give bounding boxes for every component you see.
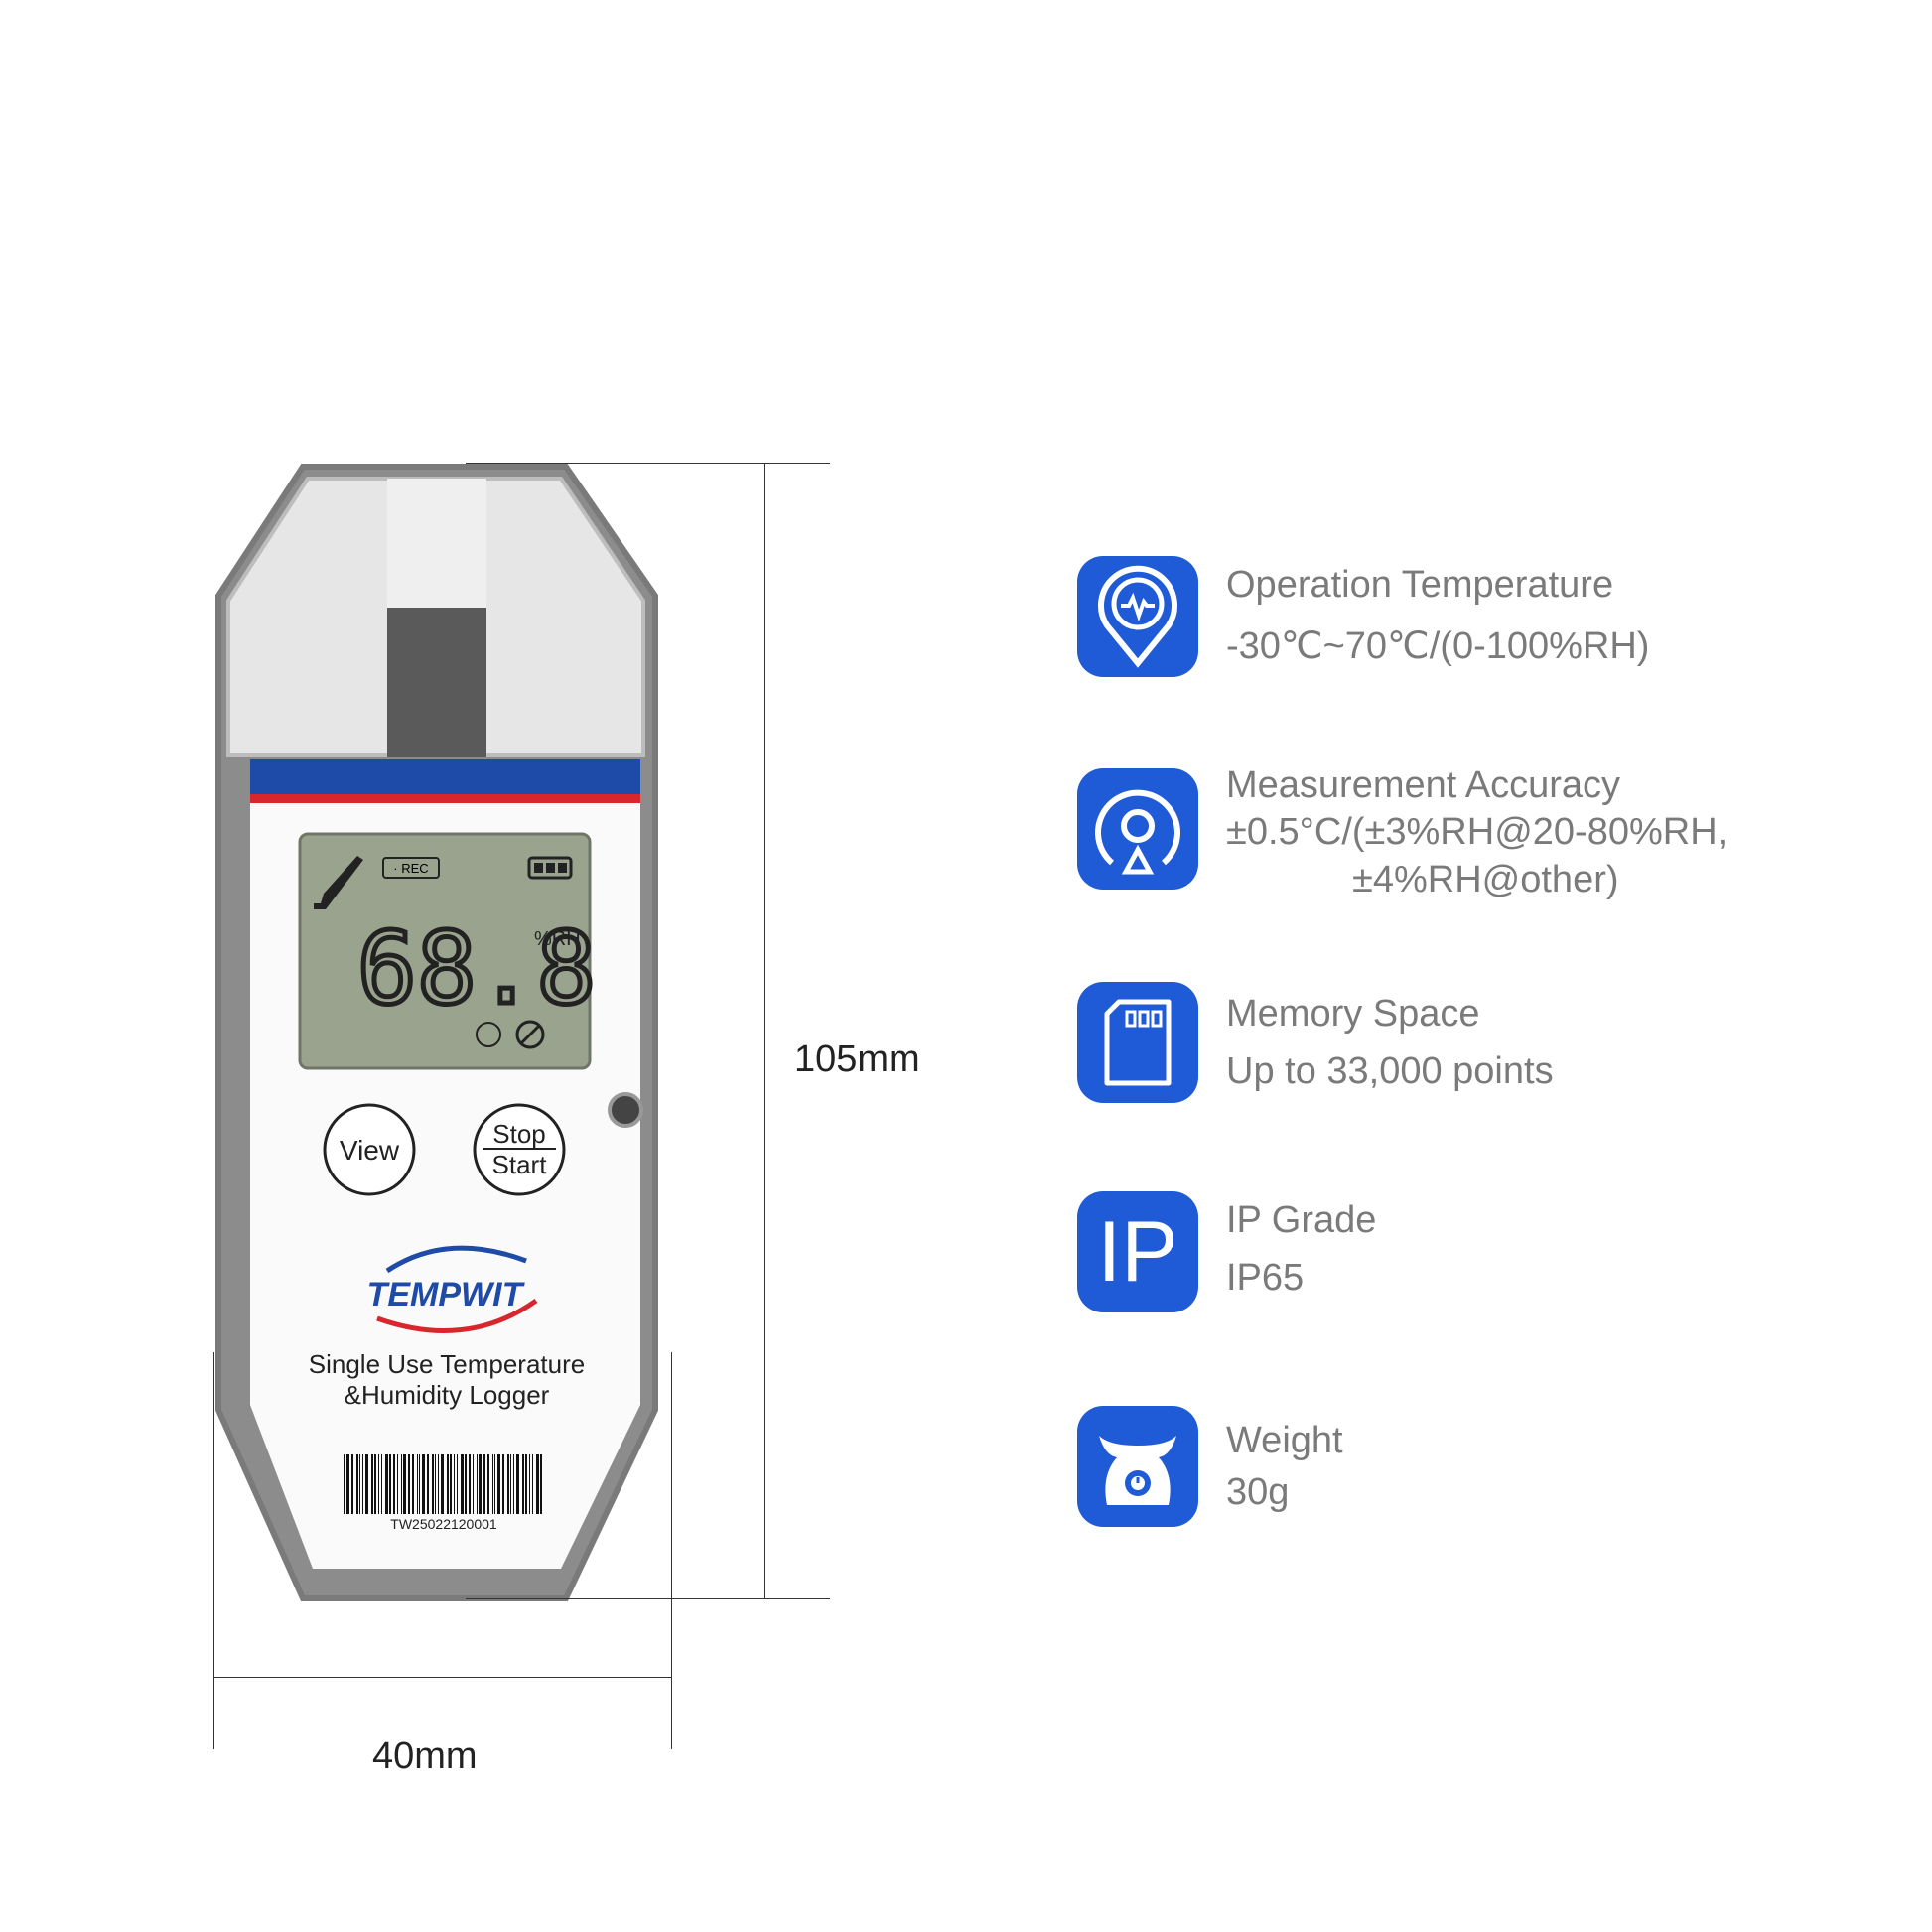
feature-value-accuracy: ±0.5°C/(±3%RH@20-80%RH, <box>1226 811 1728 853</box>
feature-value-weight: 30g <box>1226 1471 1290 1513</box>
serial-number: TW25022120001 <box>390 1516 497 1532</box>
scale-weight-icon <box>1077 1406 1198 1527</box>
cycle-icon <box>476 1022 501 1047</box>
stop-start-button[interactable]: Stop Start <box>473 1103 566 1196</box>
product-name-line1: Single Use Temperature <box>309 1349 585 1379</box>
width-label: 40mm <box>372 1735 478 1777</box>
feature-title-ip: IP Grade <box>1226 1199 1377 1241</box>
feature-value-temperature: -30℃~70℃/(0-100%RH) <box>1226 625 1650 667</box>
lcd-unit: %RH <box>534 928 581 950</box>
product-name-line2: &Humidity Logger <box>345 1380 550 1410</box>
tempwit-logo: TEMPWIT <box>367 1245 538 1333</box>
memory-card-icon <box>1077 982 1198 1103</box>
target-accuracy-icon <box>1077 768 1198 890</box>
barcode <box>344 1454 542 1514</box>
view-button[interactable]: View <box>323 1103 416 1196</box>
width-dimension-line <box>213 1677 672 1678</box>
lcd-rec-label: · REC <box>393 861 428 876</box>
feature-title-accuracy: Measurement Accuracy <box>1226 764 1621 806</box>
height-dimension-line <box>764 463 765 1598</box>
dimension-line-right <box>671 1352 672 1749</box>
dimension-line-bottom <box>466 1598 830 1599</box>
feature-value-memory: Up to 33,000 points <box>1226 1050 1554 1092</box>
svg-text:TEMPWIT: TEMPWIT <box>367 1276 526 1313</box>
location-pulse-icon <box>1077 556 1198 677</box>
no-stop-icon <box>515 1020 545 1049</box>
ip-icon: IP <box>1077 1191 1198 1312</box>
dimension-line-left <box>213 1352 214 1749</box>
sensor-port <box>608 1092 643 1128</box>
start-label: Start <box>492 1150 548 1179</box>
feature-title-memory: Memory Space <box>1226 993 1480 1035</box>
lcd-reading: 68.8 <box>357 910 597 1027</box>
view-button-label: View <box>340 1135 400 1166</box>
feature-title-temperature: Operation Temperature <box>1226 564 1614 606</box>
dimension-line-top <box>466 463 830 464</box>
stop-label: Stop <box>492 1119 546 1149</box>
data-logger-device: · REC 68.8 %RH View Stop Start TEMPWIT S… <box>215 464 658 1601</box>
height-label: 105mm <box>794 1038 920 1080</box>
feature-value-accuracy-line2: ±4%RH@other) <box>1352 859 1619 900</box>
battery-icon <box>527 856 573 880</box>
feature-value-ip: IP65 <box>1226 1257 1305 1299</box>
feature-title-weight: Weight <box>1226 1420 1343 1461</box>
